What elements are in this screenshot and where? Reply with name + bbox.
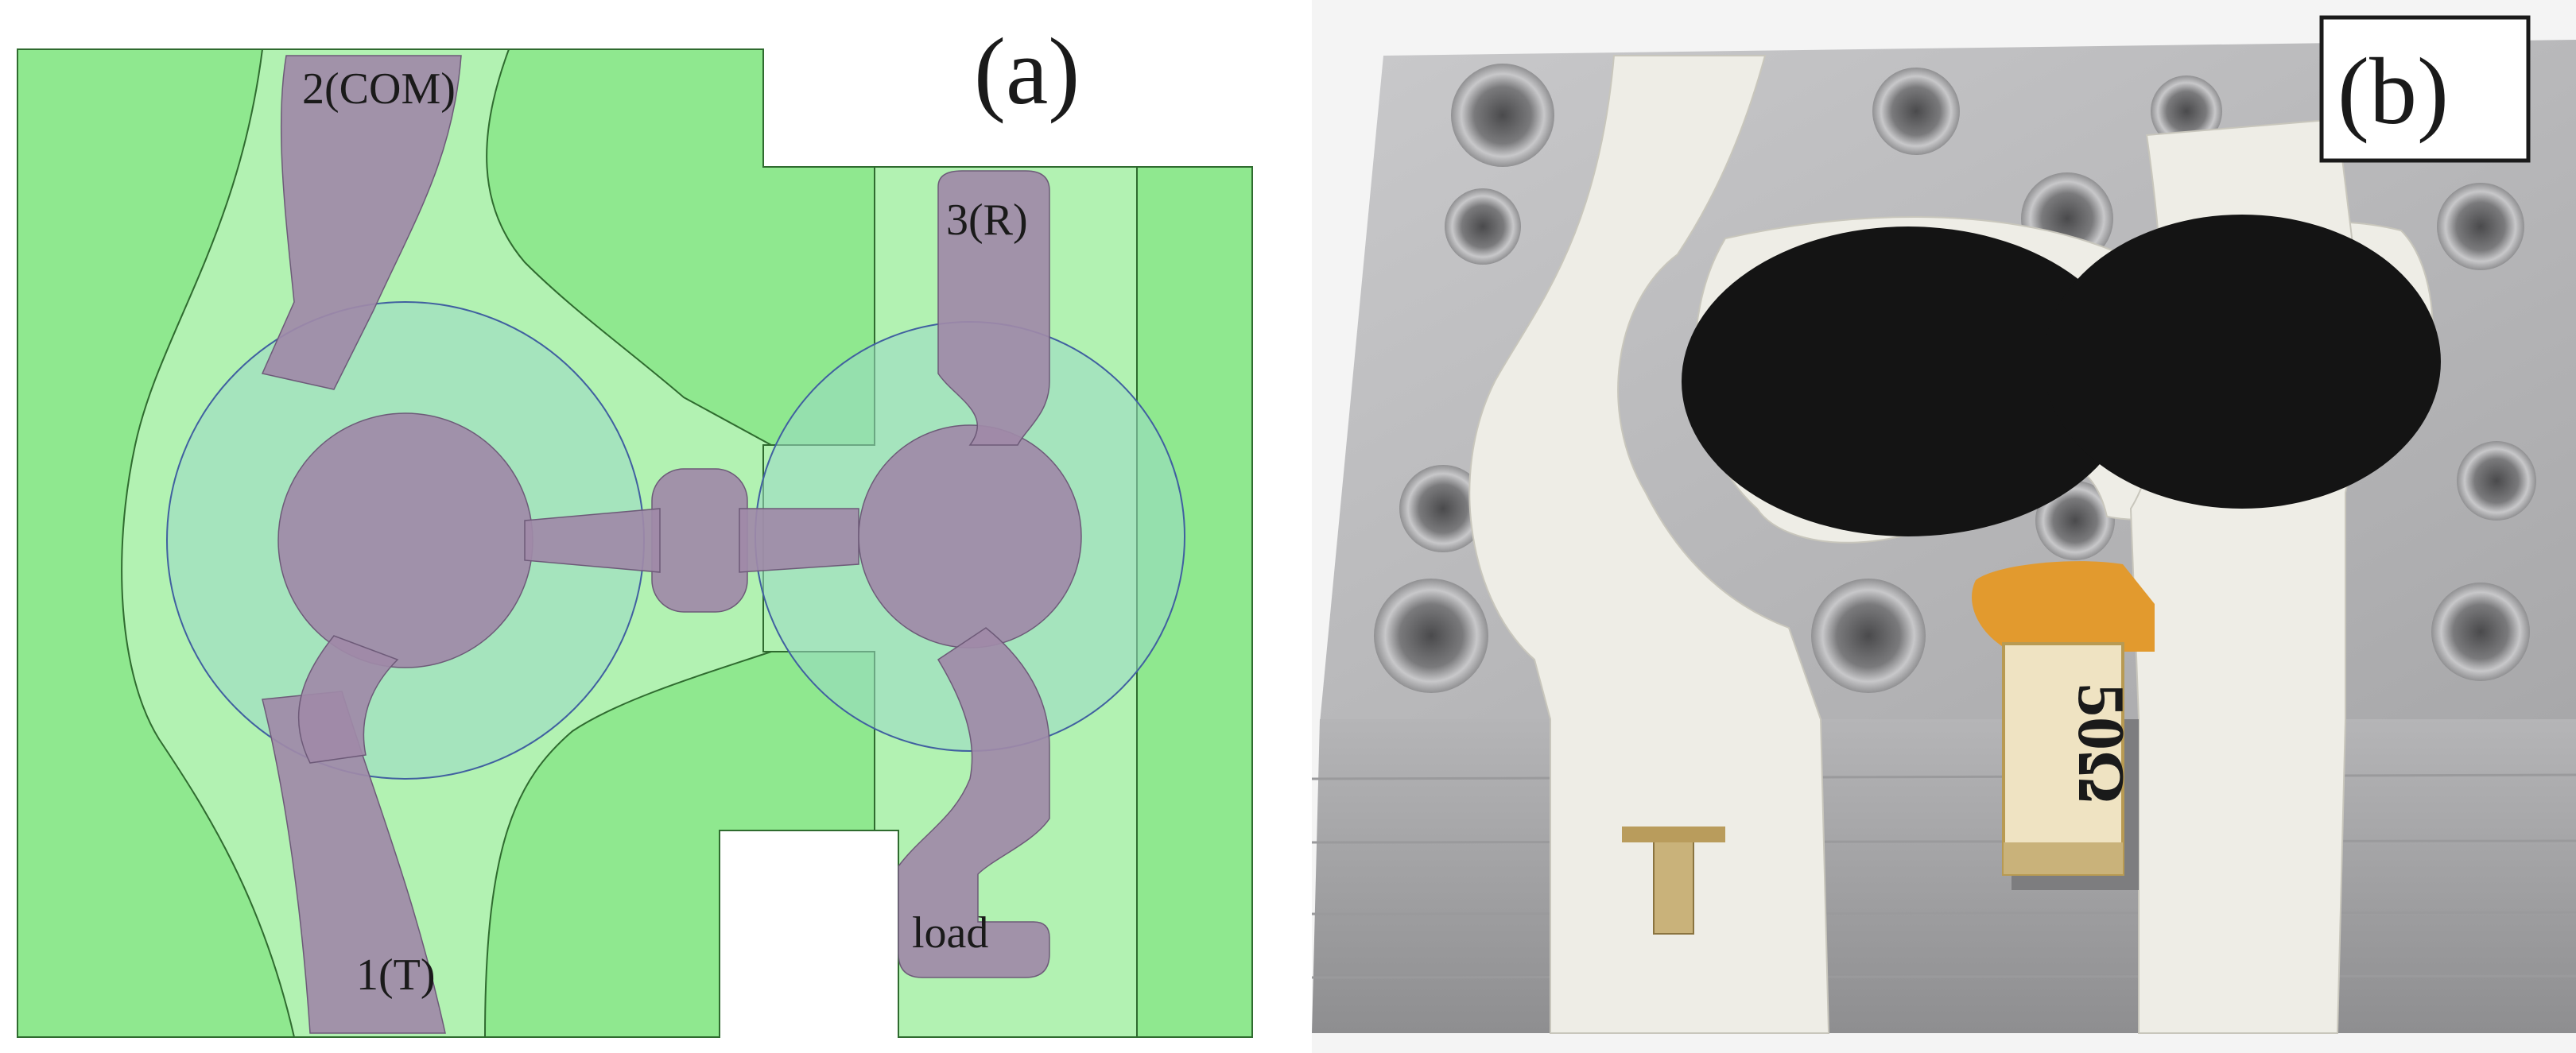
- conductor-traces: [261, 55, 1082, 1034]
- panel-a-layout: (a) 2(COM) 3(R) 1(T) load: [0, 0, 1272, 1053]
- panel-b-label-box: [2319, 15, 2531, 163]
- trace-port-3: [937, 170, 1050, 446]
- port-2-label: 2(COM): [302, 64, 456, 114]
- terminal-tab: [1622, 827, 1725, 842]
- left-arm: [524, 508, 661, 573]
- panel-b-photo: 50Ω (b): [1312, 0, 2576, 1053]
- aluminum-front-face: [1312, 719, 2576, 1033]
- panel-a-label: (a): [974, 18, 1080, 124]
- front-face-grain: [1312, 773, 2576, 979]
- trace-port-2: [261, 55, 462, 390]
- port-1-label: 1(T): [356, 950, 436, 1000]
- port-3-label: 3(R): [946, 196, 1028, 245]
- ptfe-substrate: [1468, 55, 1830, 1034]
- right-stub-down: [898, 627, 1050, 978]
- left-stub-down: [297, 635, 399, 764]
- coupling-pad: [651, 468, 748, 613]
- left-ferrite-disc-photo: [1682, 226, 2135, 536]
- circulator-layout-drawing: (a) 2(COM) 3(R) 1(T) load: [17, 18, 1253, 1038]
- load-label: load: [912, 908, 988, 958]
- terminal-pin: [1653, 830, 1694, 935]
- panel-b-label: (b): [2337, 38, 2449, 144]
- load-resistor: 50Ω: [1972, 561, 2155, 876]
- resistor-marking: 50Ω: [2064, 683, 2138, 803]
- circulator-photo-illustration: 50Ω (b): [1312, 0, 2576, 1053]
- left-junction: [277, 412, 533, 668]
- right-ferrite-disc-photo: [2043, 215, 2441, 509]
- trace-port-1: [262, 691, 446, 1034]
- screw-holes: [1374, 64, 2536, 693]
- right-junction: [858, 424, 1082, 648]
- right-arm: [739, 508, 859, 573]
